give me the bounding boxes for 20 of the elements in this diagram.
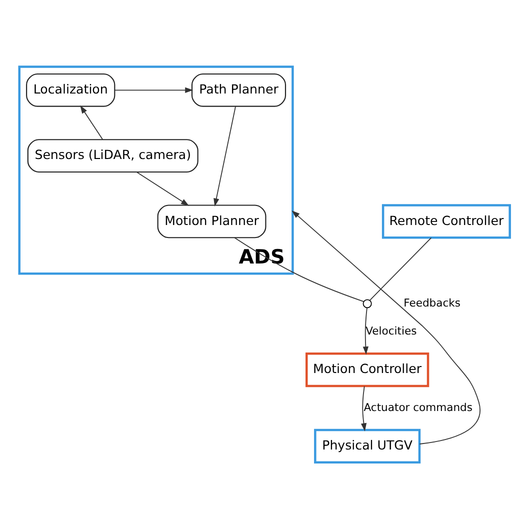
node-box: Remote Controller (382, 204, 511, 238)
node-switch (362, 298, 372, 308)
connector (369, 236, 432, 300)
node-box: Motion Planner (157, 204, 266, 238)
arrow (136, 171, 190, 206)
arrow (360, 385, 367, 431)
arrow (292, 210, 480, 444)
connector (234, 236, 364, 302)
arrow (362, 306, 368, 354)
arrow (214, 105, 236, 206)
edge-label: Actuator commands (364, 400, 472, 414)
node-box: Path Planner (191, 72, 286, 106)
node-box: Physical UTGV (314, 428, 421, 464)
edge-label: Velocities (366, 324, 417, 337)
node-box: Motion Controller (306, 352, 430, 387)
arrow (80, 104, 104, 140)
edge-label: Feedbacks (404, 296, 461, 309)
arrow (114, 86, 194, 92)
node-box: Sensors (LiDAR, camera) (27, 138, 198, 172)
node-box: Localization (26, 72, 116, 106)
